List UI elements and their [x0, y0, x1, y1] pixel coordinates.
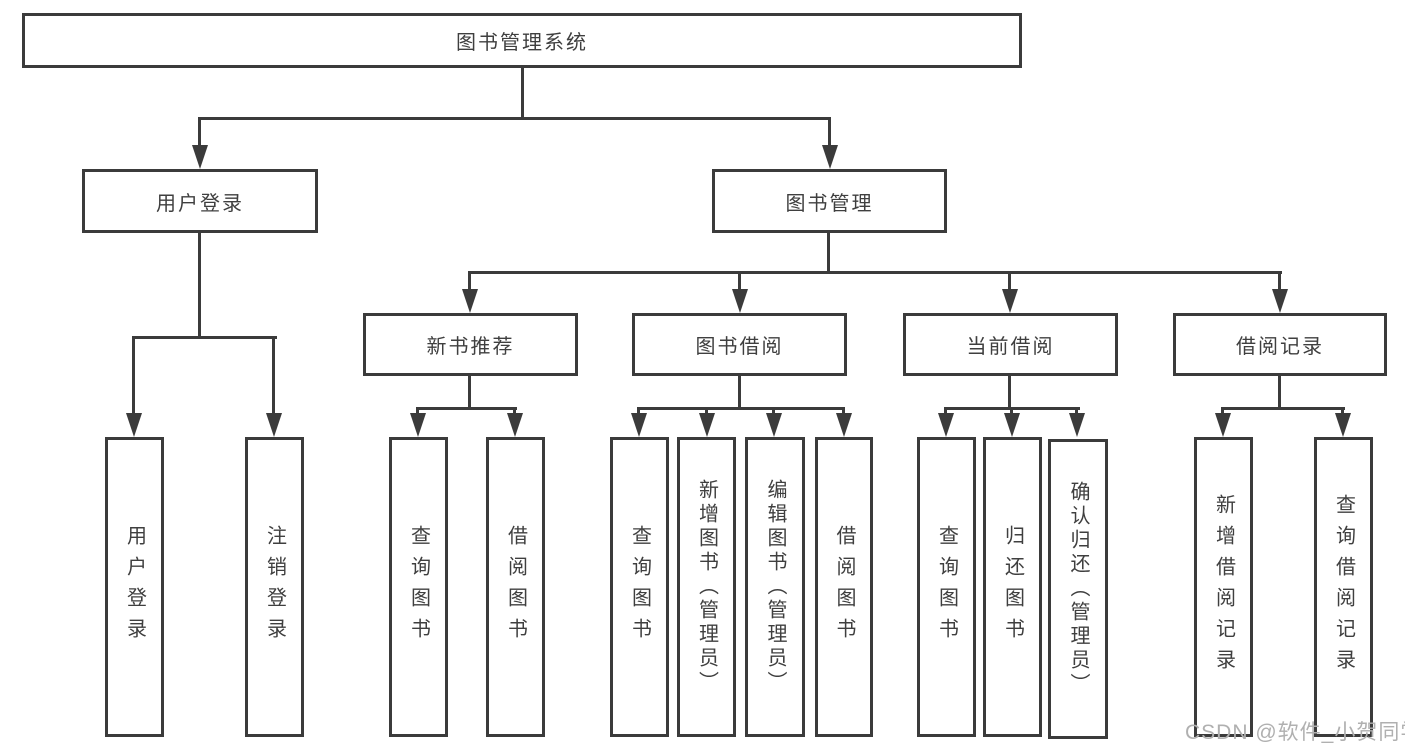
arrowhead-down-icon	[266, 413, 282, 437]
connector-line	[198, 117, 201, 145]
connector-line	[1075, 407, 1078, 415]
node-current-borrowing: 当前借阅	[903, 313, 1118, 376]
connector-line	[637, 407, 640, 415]
arrowhead-down-icon	[766, 413, 782, 437]
node-library-management-system: 图书管理系统	[22, 13, 1022, 68]
arrowhead-down-icon	[507, 413, 523, 437]
node-label: 新书推荐	[426, 336, 515, 358]
connector-line	[513, 407, 516, 415]
node-label: 查询图书	[935, 525, 958, 649]
node-label: 注销登录	[263, 525, 286, 649]
node-add-borrowing-record: 新增借阅记录	[1194, 437, 1253, 737]
connector-line	[827, 233, 830, 271]
connector-line	[1221, 407, 1345, 410]
connector-line	[198, 117, 831, 120]
connector-line	[1008, 376, 1011, 407]
connector-line	[132, 336, 135, 413]
node-label: 查询图书	[407, 525, 430, 649]
connector-line	[416, 407, 419, 415]
node-query-borrowing-record: 查询借阅记录	[1314, 437, 1373, 737]
node-add-book-admin: 新增图书（管理员）	[677, 437, 736, 737]
node-query-books: 查询图书	[917, 437, 976, 737]
node-book-management: 图书管理	[712, 169, 947, 233]
connector-line	[842, 407, 845, 415]
node-new-book-recommendation: 新书推荐	[363, 313, 578, 376]
node-label: 借阅记录	[1236, 336, 1324, 358]
arrowhead-down-icon	[462, 289, 478, 313]
connector-line	[468, 271, 1282, 274]
node-label: 新增借阅记录	[1212, 494, 1235, 680]
arrowhead-down-icon	[1272, 289, 1288, 313]
connector-line	[637, 407, 845, 410]
node-borrow-book: 借阅图书	[486, 437, 545, 737]
connector-line	[738, 271, 741, 289]
node-label: 借阅图书	[504, 525, 527, 649]
node-borrowing-records: 借阅记录	[1173, 313, 1387, 376]
node-logout: 注销登录	[245, 437, 304, 737]
node-label: 用户登录	[156, 192, 244, 215]
arrowhead-down-icon	[938, 413, 954, 437]
node-label: 当前借阅	[966, 336, 1055, 358]
node-query-books: 查询图书	[610, 437, 669, 737]
node-book-borrowing: 图书借阅	[632, 313, 847, 376]
connector-line	[944, 407, 947, 415]
arrowhead-down-icon	[699, 413, 715, 437]
connector-line	[468, 376, 471, 407]
node-label: 编辑图书（管理员）	[764, 479, 786, 695]
arrowhead-down-icon	[1335, 413, 1351, 437]
node-label: 借阅图书	[833, 525, 855, 649]
node-return-book: 归还图书	[983, 437, 1042, 737]
connector-line	[738, 376, 741, 407]
connector-line	[521, 68, 524, 117]
connector-line	[1278, 376, 1281, 407]
connector-line	[1278, 271, 1281, 289]
node-user-login-group: 用户登录	[82, 169, 318, 233]
node-user-login: 用户登录	[105, 437, 164, 737]
arrowhead-down-icon	[192, 145, 208, 169]
node-edit-book-admin: 编辑图书（管理员）	[745, 437, 805, 737]
watermark: CSDN @软件_小贺同学	[1185, 721, 1405, 744]
arrowhead-down-icon	[836, 413, 852, 437]
connector-line	[705, 407, 708, 415]
connector-line	[1221, 407, 1224, 415]
arrowhead-down-icon	[126, 413, 142, 437]
connector-line	[828, 117, 831, 145]
arrowhead-down-icon	[1004, 413, 1020, 437]
node-label: 归还图书	[1001, 525, 1024, 649]
connector-line	[1010, 407, 1013, 415]
connector-line	[198, 233, 201, 336]
node-label: 确认归还（管理员）	[1067, 481, 1089, 697]
arrowhead-down-icon	[1069, 413, 1085, 437]
connector-line	[416, 407, 517, 410]
node-label: 图书借阅	[695, 336, 784, 358]
arrowhead-down-icon	[1002, 289, 1018, 313]
node-label: 查询借阅记录	[1332, 494, 1355, 680]
arrowhead-down-icon	[631, 413, 647, 437]
node-query-books: 查询图书	[389, 437, 448, 737]
node-label: 用户登录	[123, 525, 146, 649]
node-label: 图书管理系统	[456, 32, 588, 54]
connector-line	[772, 407, 775, 415]
arrowhead-down-icon	[732, 289, 748, 313]
connector-line	[468, 271, 471, 289]
connector-line	[1341, 407, 1344, 415]
node-label: 图书管理	[785, 192, 874, 215]
node-confirm-return-admin: 确认归还（管理员）	[1048, 439, 1108, 739]
connector-line	[1008, 271, 1011, 289]
arrowhead-down-icon	[822, 145, 838, 169]
node-label: 新增图书（管理员）	[695, 479, 718, 695]
connector-line	[132, 336, 277, 339]
arrowhead-down-icon	[1215, 413, 1231, 437]
connector-line	[272, 336, 275, 413]
node-label: 查询图书	[628, 525, 651, 649]
node-borrow-book: 借阅图书	[815, 437, 873, 737]
arrowhead-down-icon	[410, 413, 426, 437]
